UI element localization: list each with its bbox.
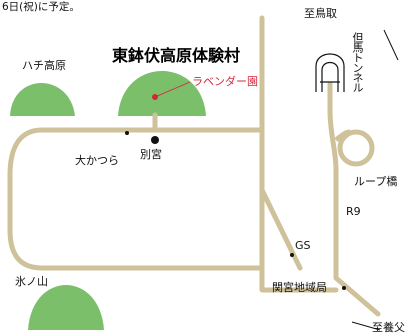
hyonosen-mountain [28, 285, 104, 330]
lavender-pointer-line [154, 81, 191, 98]
hachi-kogen-mountain [10, 83, 75, 116]
page-title: 東鉢伏高原体験村 [112, 46, 241, 65]
hyonosen-label: 氷ノ山 [15, 275, 48, 288]
okatsura-label: 大かつら [75, 154, 119, 167]
route-9 [327, 81, 381, 317]
loop-bridge-label: ループ橋 [354, 175, 398, 188]
direction-arrows [351, 29, 399, 331]
header-note: 6日(祝)に予定。 [2, 1, 80, 13]
loop-bridge [337, 129, 375, 167]
post-office-label: 関宮地域局 [272, 281, 327, 294]
to-tottori-label: 至鳥取 [304, 7, 337, 20]
lower-road [259, 265, 339, 293]
lavender-marker [152, 94, 158, 100]
post-office-marker [342, 286, 346, 290]
hachi-kogen-label: ハチ高原 [22, 59, 66, 72]
tajima-tunnel-label: 但馬トンネル [351, 32, 364, 92]
gs-marker [290, 253, 294, 257]
okatsura-marker [125, 131, 129, 135]
gs-label: GS [295, 239, 311, 252]
loop-road [7, 127, 265, 271]
gs-road [259, 187, 303, 271]
betsugu-label: 別宮 [140, 148, 162, 161]
lavender-label: ラベンダー園 [192, 75, 258, 88]
lavender-hill-mountain [118, 71, 206, 116]
route-9-label: R9 [346, 205, 361, 218]
to-yabu-label: 至養父 [372, 321, 405, 334]
tunnel-icon [315, 53, 345, 92]
betsugu-marker [151, 136, 159, 144]
